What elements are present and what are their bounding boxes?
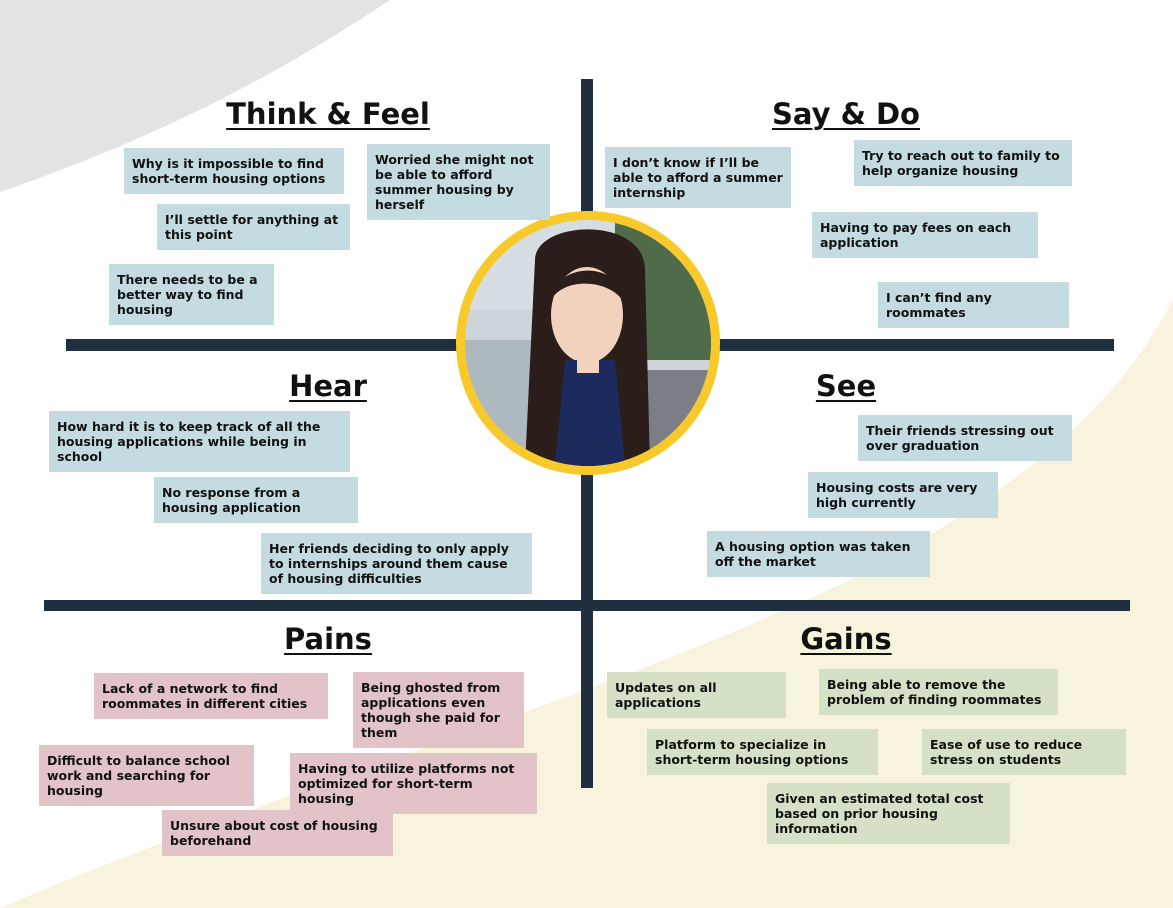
see-note: Housing costs are very high currently <box>808 472 998 518</box>
say-do-note: I can’t find any roommates <box>878 282 1069 328</box>
persona-photo <box>465 220 711 466</box>
see-note: A housing option was taken off the marke… <box>707 531 930 577</box>
hear-note: How hard it is to keep track of all the … <box>49 411 350 472</box>
think-feel-note: Why is it impossible to find short-term … <box>124 148 344 194</box>
pains-note: Difficult to balance school work and sea… <box>39 745 254 806</box>
see-heading: See <box>815 369 877 403</box>
pains-heading: Pains <box>284 622 372 656</box>
hear-note: No response from a housing application <box>154 477 358 523</box>
gains-note: Given an estimated total cost based on p… <box>767 783 1010 844</box>
pains-note: Being ghosted from applications even tho… <box>353 672 524 748</box>
pains-note: Lack of a network to find roommates in d… <box>94 673 328 719</box>
gains-note: Platform to specialize in short-term hou… <box>647 729 878 775</box>
gains-note: Being able to remove the problem of find… <box>819 669 1058 715</box>
say-do-note: Having to pay fees on each application <box>812 212 1038 258</box>
think-feel-note: I’ll settle for anything at this point <box>157 204 350 250</box>
say-do-heading: Say & Do <box>772 97 920 131</box>
pains-note: Unsure about cost of housing beforehand <box>162 810 393 856</box>
say-do-note: Try to reach out to family to help organ… <box>854 140 1072 186</box>
think-feel-note: Worried she might not be able to afford … <box>367 144 550 220</box>
say-do-note: I don’t know if I’ll be able to afford a… <box>605 147 791 208</box>
hear-note: Her friends deciding to only apply to in… <box>261 533 532 594</box>
gains-heading: Gains <box>800 622 892 656</box>
think-feel-heading: Think & Feel <box>226 97 430 131</box>
gains-note: Ease of use to reduce stress on students <box>922 729 1126 775</box>
horizontal-divider-bottom <box>44 600 1130 611</box>
see-note: Their friends stressing out over graduat… <box>858 415 1072 461</box>
think-feel-note: There needs to be a better way to find h… <box>109 264 274 325</box>
pains-note: Having to utilize platforms not optimize… <box>290 753 537 814</box>
gains-note: Updates on all applications <box>607 672 786 718</box>
hear-heading: Hear <box>289 369 367 403</box>
